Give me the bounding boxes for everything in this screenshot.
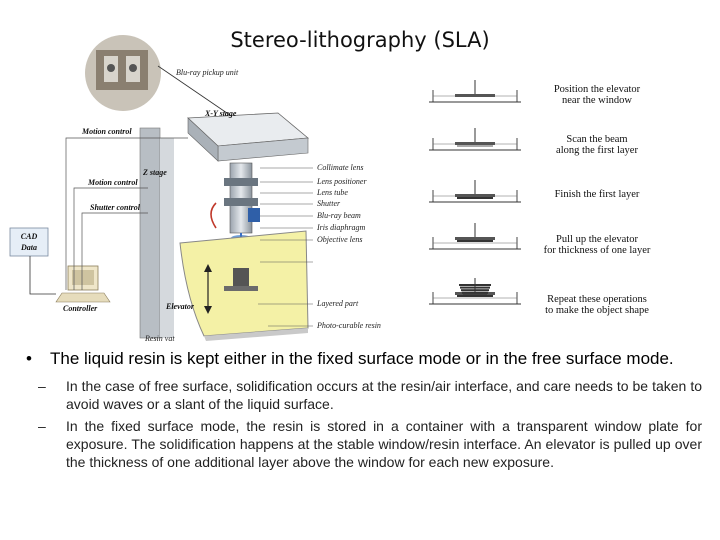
bullet-item: • The liquid resin is kept either in the… — [26, 348, 702, 369]
process-steps-diagram: Position the elevator near the window Sc… — [429, 80, 651, 316]
blu-ray-pickup-label: Blu-ray pickup unit — [176, 68, 239, 77]
iris-diaphragm-label: Iris diaphragm — [316, 223, 365, 232]
sub-bullet-free-surface: – In the case of free surface, solidific… — [34, 377, 702, 413]
step-4-line-1: Pull up the elevator — [556, 234, 638, 245]
elevator-label: Elevator — [165, 302, 195, 311]
slide-title: Stereo-lithography (SLA) — [230, 28, 490, 52]
sub-bullet-text-2: In the fixed surface mode, the resin is … — [66, 418, 702, 470]
bullet-dot-icon: • — [26, 349, 32, 368]
step-5-schematic — [429, 278, 521, 305]
layered-part-label: Layered part — [316, 299, 359, 308]
bullet-list: • The liquid resin is kept either in the… — [26, 348, 702, 471]
elevator — [233, 268, 249, 286]
step-5-line-1: Repeat these operations — [547, 294, 647, 305]
collimate-lens-label: Collimate lens — [317, 163, 363, 172]
step-4-schematic — [429, 223, 521, 250]
dash-icon: – — [38, 418, 46, 434]
motion-control-label-2: Motion control — [87, 178, 138, 187]
sub-bullet-fixed-surface: – In the fixed surface mode, the resin i… — [34, 417, 702, 471]
objective-lens-label: Objective lens — [317, 235, 363, 244]
step-4-line-2: for thickness of one layer — [544, 245, 651, 256]
step-2-line-1: Scan the beam — [566, 134, 627, 145]
bullet-text: The liquid resin is kept either in the f… — [50, 349, 674, 368]
step-1-schematic — [429, 80, 521, 103]
photo-curable-resin-label: Photo-curable resin — [316, 321, 381, 330]
resin-vat-label: Resin vat — [144, 334, 175, 343]
dash-icon: – — [38, 378, 46, 394]
step-1-line-2: near the window — [562, 95, 632, 106]
controller-label: Controller — [63, 304, 98, 313]
cad-data-box — [9, 227, 49, 257]
step-3-line-1: Finish the first layer — [555, 189, 640, 200]
step-5-line-2: to make the object shape — [545, 305, 649, 316]
cad-label: CAD — [21, 232, 38, 241]
motion-control-label-1: Motion control — [81, 127, 132, 136]
z-stage-label: Z stage — [142, 168, 167, 177]
step-2-schematic — [429, 128, 521, 151]
lens-positioner-label: Lens positioner — [316, 177, 367, 186]
shutter-control-label: Shutter control — [90, 203, 141, 212]
support-column — [139, 127, 161, 339]
sla-apparatus-diagram: CAD Data Motion control Motion control S… — [9, 35, 381, 343]
step-1-line-1: Position the elevator — [554, 84, 641, 95]
data-label: Data — [20, 243, 37, 252]
lens-tube-label: Lens tube — [316, 188, 348, 197]
step-3-schematic — [429, 180, 521, 203]
step-2-line-2: along the first layer — [556, 145, 638, 156]
xy-stage-label: X-Y stage — [204, 109, 237, 118]
shutter-label: Shutter — [317, 199, 341, 208]
blu-ray-beam-label: Blu-ray beam — [317, 211, 361, 220]
sub-bullet-text-1: In the case of free surface, solidificat… — [66, 378, 702, 412]
